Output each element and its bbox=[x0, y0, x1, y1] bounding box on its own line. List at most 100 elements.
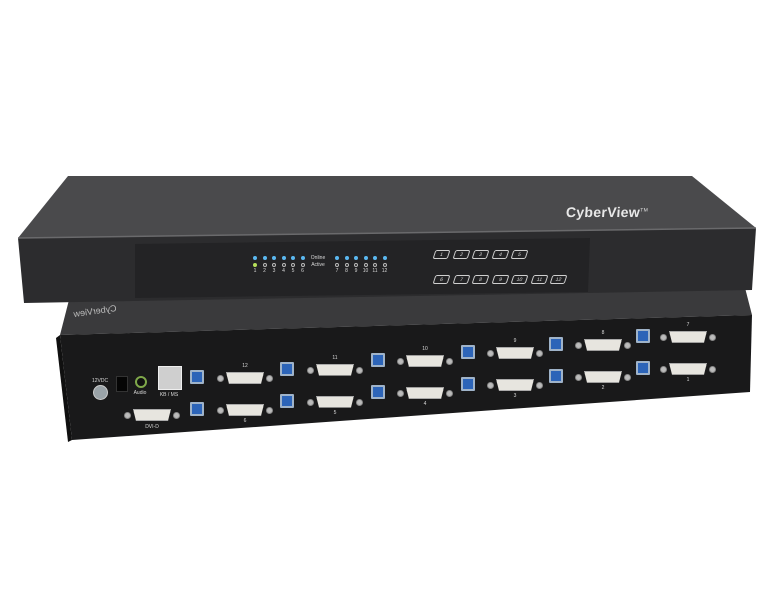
dvi-screw bbox=[487, 349, 494, 357]
online-led bbox=[335, 256, 339, 260]
active-led bbox=[281, 263, 286, 267]
usb3-port bbox=[549, 336, 563, 351]
audio-jack bbox=[135, 376, 147, 388]
port-label: 9 bbox=[513, 337, 517, 344]
active-led bbox=[262, 263, 267, 267]
active-led bbox=[291, 263, 295, 267]
port-label: 2 bbox=[601, 384, 605, 391]
dvi-body bbox=[584, 370, 622, 383]
port-label: 3 bbox=[513, 392, 517, 399]
dvi-body bbox=[496, 378, 534, 391]
dvi-body bbox=[584, 338, 622, 351]
dvi-body bbox=[496, 346, 534, 359]
dvi-body bbox=[406, 387, 444, 400]
usb3-port bbox=[190, 370, 204, 384]
dvi-body bbox=[406, 355, 444, 368]
active-led bbox=[373, 263, 377, 267]
port-label: 12 bbox=[242, 363, 248, 369]
port-select-button[interactable]: 2 bbox=[452, 250, 470, 259]
dvi-screw bbox=[487, 381, 494, 389]
usb3-port bbox=[371, 385, 385, 400]
port-label: 8 bbox=[601, 329, 605, 336]
rear-unit-side bbox=[56, 335, 72, 442]
port-select-button[interactable]: 4 bbox=[491, 250, 509, 259]
usb3-port bbox=[636, 360, 650, 375]
dvi-port bbox=[660, 362, 716, 376]
front-unit-bezel bbox=[135, 238, 590, 298]
kbms-usb-ports bbox=[158, 366, 182, 390]
port-number-label: 6 bbox=[301, 268, 304, 274]
dvi-port bbox=[487, 378, 543, 392]
dvi-screw bbox=[575, 373, 582, 381]
dvi-screw bbox=[624, 341, 631, 349]
dvi-screw bbox=[660, 365, 667, 373]
port-label: 7 bbox=[686, 321, 690, 328]
dvi-port bbox=[575, 338, 631, 352]
port-select-button[interactable]: 5 bbox=[510, 250, 529, 259]
online-label: Online bbox=[310, 255, 326, 261]
dvi-port bbox=[487, 346, 543, 360]
dvi-screw bbox=[266, 375, 273, 382]
dvi-body bbox=[226, 372, 264, 384]
dvi-port bbox=[217, 371, 273, 385]
port-select-button[interactable]: 7 bbox=[452, 275, 470, 284]
power-jack bbox=[116, 376, 128, 392]
dvi-screw bbox=[356, 398, 363, 406]
port-select-button[interactable]: 6 bbox=[432, 275, 451, 284]
dvi-screw bbox=[217, 375, 224, 382]
online-led bbox=[272, 256, 276, 260]
port-number-label: 1 bbox=[253, 268, 257, 274]
port-number-label: 10 bbox=[362, 268, 369, 274]
port-number-label: 4 bbox=[282, 268, 285, 274]
usb3-port bbox=[280, 361, 294, 376]
port-select-button[interactable]: 3 bbox=[471, 250, 490, 259]
port-select-button[interactable]: 9 bbox=[491, 275, 509, 284]
active-led bbox=[253, 263, 257, 267]
dvi-screw bbox=[624, 373, 631, 381]
port-select-button[interactable]: 8 bbox=[471, 275, 490, 284]
online-led bbox=[291, 256, 295, 260]
usb3-port bbox=[636, 328, 650, 343]
online-led bbox=[253, 256, 257, 260]
active-led bbox=[272, 263, 276, 267]
port-number-label: 8 bbox=[345, 268, 348, 274]
port-number-label: 11 bbox=[372, 268, 378, 274]
dvi-screw bbox=[709, 365, 716, 373]
dvi-body bbox=[316, 363, 354, 376]
dvi-port bbox=[660, 330, 716, 344]
console-dvi-label: DVI-D bbox=[145, 424, 159, 430]
port-select-button[interactable]: 12 bbox=[549, 275, 568, 284]
usb3-port bbox=[371, 353, 385, 368]
dvi-body bbox=[226, 404, 264, 416]
port-select-button[interactable]: 11 bbox=[530, 275, 548, 284]
dvi-screw bbox=[307, 398, 314, 406]
dvi-body bbox=[316, 395, 354, 408]
port-label: 10 bbox=[422, 346, 428, 353]
port-select-button[interactable]: 10 bbox=[510, 275, 529, 284]
usb3-port bbox=[461, 376, 475, 391]
port-number-label: 12 bbox=[381, 268, 388, 274]
dvi-screw bbox=[217, 407, 224, 414]
dvi-screw bbox=[709, 333, 716, 341]
dvi-screw bbox=[397, 358, 404, 366]
dvi-screw bbox=[536, 381, 543, 389]
active-label: Active bbox=[311, 262, 325, 268]
online-led bbox=[344, 256, 349, 260]
dvi-port bbox=[397, 354, 453, 368]
port-number-label: 2 bbox=[263, 268, 266, 274]
dvi-screw bbox=[307, 366, 314, 374]
ground-screw-icon bbox=[93, 385, 108, 400]
active-led bbox=[382, 263, 387, 267]
dvi-port bbox=[307, 395, 363, 409]
active-led bbox=[344, 263, 349, 267]
front-unit-top bbox=[18, 176, 756, 238]
port-select-button[interactable]: 1 bbox=[432, 250, 451, 259]
audio-label: Audio bbox=[133, 390, 147, 396]
dvi-body bbox=[669, 330, 707, 343]
active-led bbox=[354, 263, 358, 267]
dvi-screw bbox=[575, 341, 582, 349]
dvi-screw bbox=[446, 358, 453, 366]
port-label: 11 bbox=[332, 354, 338, 361]
dvi-screw bbox=[660, 333, 667, 341]
brand-logo: CyberViewTM bbox=[565, 204, 649, 220]
